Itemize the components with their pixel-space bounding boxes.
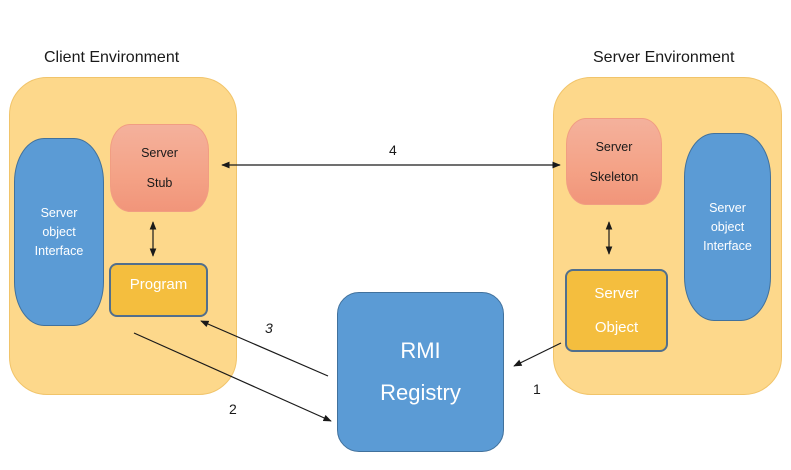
server-stub: Server Stub xyxy=(110,124,209,212)
client-environment-title: Client Environment xyxy=(44,49,180,66)
interface-line: Server xyxy=(709,200,746,215)
program-label: Program xyxy=(129,276,188,293)
interface-line: Interface xyxy=(703,238,752,253)
skeleton-line: Skeleton xyxy=(589,169,639,184)
step-2-label: 2 xyxy=(229,401,237,417)
registry-line: Registry xyxy=(380,380,461,405)
stub-line: Server xyxy=(141,146,178,160)
program-box: Program xyxy=(109,263,208,317)
step-1-label: 1 xyxy=(533,381,541,397)
step-3-label: 3 xyxy=(265,320,273,336)
server-environment-title: Server Environment xyxy=(593,49,735,66)
interface-line: Server xyxy=(40,205,78,220)
stub-line: Stub xyxy=(146,176,173,190)
interface-line: object xyxy=(710,219,745,234)
client-server-object-interface: Server object Interface xyxy=(14,138,104,326)
server-object-line: Object xyxy=(594,318,639,336)
server-skeleton: Server Skeleton xyxy=(566,118,662,205)
server-server-object-interface: Server object Interface xyxy=(684,133,771,321)
server-object-line: Server xyxy=(594,284,639,302)
skeleton-line: Server xyxy=(595,139,633,154)
interface-line: object xyxy=(42,224,76,239)
interface-line: Interface xyxy=(34,243,84,258)
rmi-registry: RMI Registry xyxy=(337,292,504,452)
server-object-box: Server Object xyxy=(565,269,668,352)
registry-line: RMI xyxy=(400,338,441,363)
step-4-label: 4 xyxy=(389,142,397,158)
